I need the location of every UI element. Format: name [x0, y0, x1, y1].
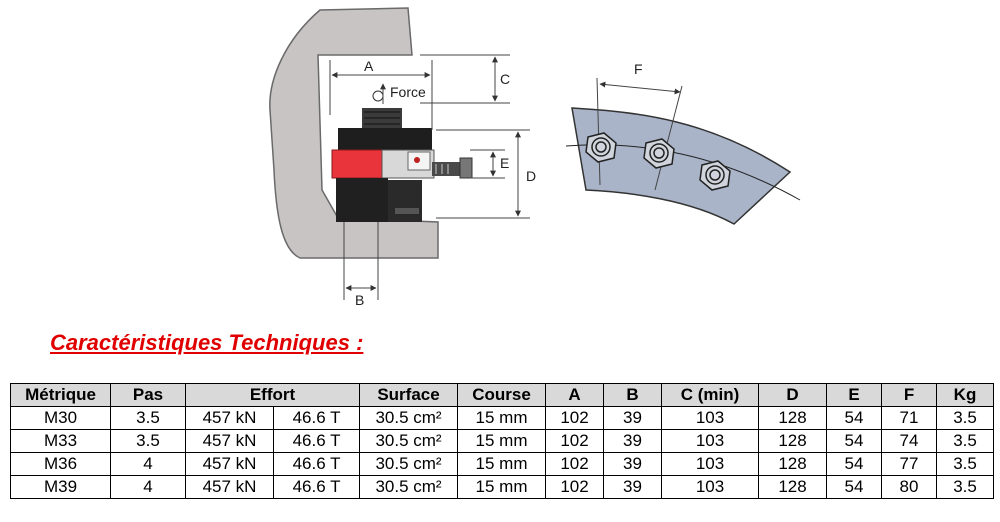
table-cell: 3.5	[110, 406, 186, 430]
table-cell: 46.6 T	[272, 429, 361, 453]
table-cell: 54	[826, 475, 883, 499]
table-cell: 4	[110, 475, 186, 499]
table-cell: 15 mm	[457, 406, 547, 430]
table-cell: 102	[545, 475, 605, 499]
table-cell: 102	[545, 429, 605, 453]
dim-label-e: E	[500, 155, 509, 171]
table-cell: 54	[826, 406, 883, 430]
table-cell: 15 mm	[457, 452, 547, 476]
tensioner-diagram: A C D E B Force F	[269, 7, 801, 308]
section-title: Caractéristiques Techniques :	[50, 330, 364, 355]
table-header-row: Métrique Pas Effort Surface Course A B C…	[10, 383, 995, 407]
header-cell: Effort	[184, 383, 361, 407]
header-cell: D	[758, 383, 828, 407]
header-cell: F	[881, 383, 938, 407]
table-cell: 46.6 T	[272, 406, 361, 430]
bolt-flange-detail	[565, 77, 801, 225]
header-cell: Surface	[359, 383, 459, 407]
table-cell: 15 mm	[457, 475, 547, 499]
header-cell: B	[603, 383, 663, 407]
table-cell: 46.6 T	[272, 452, 361, 476]
table-cell: 4	[110, 452, 186, 476]
table-cell: 39	[603, 429, 663, 453]
table-cell: 103	[661, 406, 760, 430]
dim-label-b: B	[355, 292, 364, 308]
table-cell: 39	[603, 406, 663, 430]
table-cell: 103	[661, 429, 760, 453]
table-cell: 71	[881, 406, 938, 430]
dim-label-f: F	[634, 61, 643, 77]
table-cell: 128	[758, 429, 828, 453]
table-cell: 30.5 cm²	[359, 429, 459, 453]
header-cell: Pas	[110, 383, 186, 407]
table-cell: 128	[758, 452, 828, 476]
table-cell: 457 kN	[185, 475, 274, 499]
table-cell: 46.6 T	[272, 475, 361, 499]
table-cell: 3.5	[936, 429, 995, 453]
header-cell: C (min)	[661, 383, 760, 407]
table-cell: 80	[881, 475, 938, 499]
table-cell: 30.5 cm²	[359, 452, 459, 476]
dim-label-c: C	[500, 71, 510, 87]
table-cell: 103	[661, 452, 760, 476]
table-cell: 54	[826, 429, 883, 453]
table-cell: 102	[545, 452, 605, 476]
table-cell: 30.5 cm²	[359, 475, 459, 499]
dim-label-a: A	[364, 58, 374, 74]
header-cell: Kg	[936, 383, 995, 407]
table-cell: 102	[545, 406, 605, 430]
table-cell: 3.5	[936, 475, 995, 499]
header-cell: Métrique	[10, 383, 111, 407]
table-cell: 3.5	[936, 406, 995, 430]
table-cell: 128	[758, 475, 828, 499]
header-cell: E	[826, 383, 883, 407]
tensioner-tool	[331, 90, 473, 222]
table-cell: 128	[758, 406, 828, 430]
table-cell: 77	[881, 452, 938, 476]
table-cell: M30	[10, 406, 111, 430]
specs-table: Métrique Pas Effort Surface Course A B C…	[10, 383, 995, 499]
table-cell: M39	[10, 475, 111, 499]
force-label: Force	[390, 84, 426, 100]
table-cell: 74	[881, 429, 938, 453]
table-cell: M33	[10, 429, 111, 453]
table-cell: 3.5	[936, 452, 995, 476]
table-cell: 457 kN	[185, 429, 274, 453]
header-cell: Course	[457, 383, 547, 407]
header-cell: A	[545, 383, 605, 407]
table-cell: 3.5	[110, 429, 186, 453]
table-cell: 54	[826, 452, 883, 476]
table-cell: 15 mm	[457, 429, 547, 453]
table-cell: 103	[661, 475, 760, 499]
table-cell: M36	[10, 452, 111, 476]
table-cell: 30.5 cm²	[359, 406, 459, 430]
table-cell: 39	[603, 475, 663, 499]
dim-label-d: D	[526, 168, 536, 184]
table-cell: 457 kN	[185, 452, 274, 476]
table-cell: 457 kN	[185, 406, 274, 430]
red-band	[331, 149, 383, 179]
table-cell: 39	[603, 452, 663, 476]
